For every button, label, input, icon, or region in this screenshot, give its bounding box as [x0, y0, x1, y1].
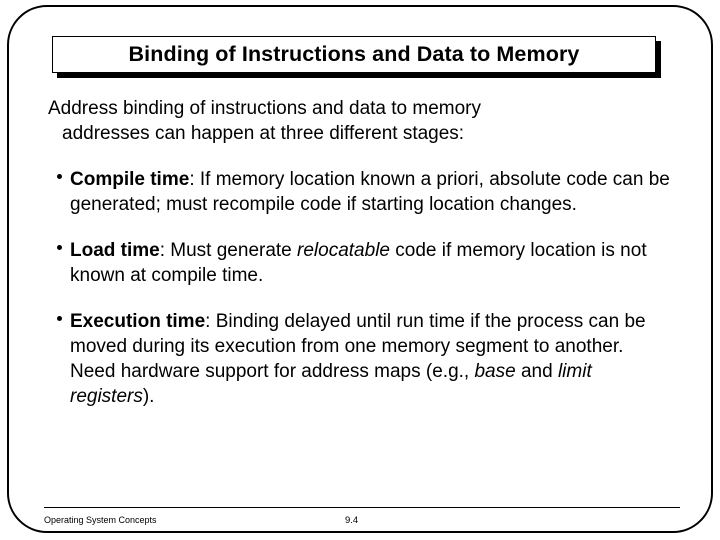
- bullet-dot-icon: [57, 316, 62, 321]
- title-box: Binding of Instructions and Data to Memo…: [52, 36, 656, 73]
- intro-paragraph: Address binding of instructions and data…: [48, 96, 673, 146]
- bullet-text-compile-time: Compile time: If memory location known a…: [70, 169, 670, 215]
- intro-line-1: Address binding of instructions and data…: [48, 98, 482, 119]
- bullet-load-time: Load time: Must generate relocatable cod…: [48, 238, 673, 288]
- footer-source: Operating System Concepts: [44, 515, 157, 525]
- slide-border: [7, 5, 713, 533]
- bullet-text-execution-time: Execution time: Binding delayed until ru…: [70, 311, 646, 407]
- page-title: Binding of Instructions and Data to Memo…: [128, 42, 580, 66]
- slide-body: Address binding of instructions and data…: [48, 96, 673, 409]
- bullet-execution-time: Execution time: Binding delayed until ru…: [48, 309, 673, 409]
- footer-page-number: 9.4: [345, 515, 359, 526]
- bullet-dot-icon: [57, 174, 62, 179]
- bullet-compile-time: Compile time: If memory location known a…: [48, 167, 673, 217]
- bullet-dot-icon: [57, 245, 62, 250]
- bullet-text-load-time: Load time: Must generate relocatable cod…: [70, 240, 647, 286]
- intro-line-2: addresses can happen at three different …: [62, 123, 465, 144]
- footer-divider: [44, 507, 680, 508]
